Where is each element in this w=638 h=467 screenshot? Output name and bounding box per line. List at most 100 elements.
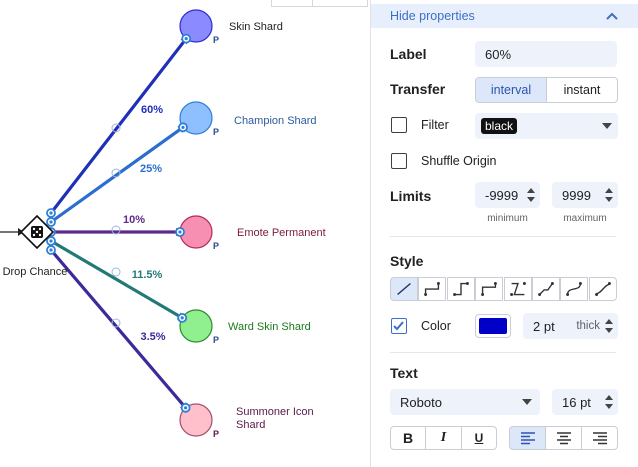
align-left-icon [520, 432, 535, 445]
transfer-heading: Transfer [390, 81, 446, 97]
width-select[interactable]: 2 pt thick [523, 313, 618, 339]
pool-badge: P [213, 35, 219, 45]
origin-node[interactable] [19, 214, 55, 250]
caret-down-icon [602, 123, 612, 129]
link-style-button[interactable] [475, 277, 504, 301]
limits-max-input[interactable]: 9999 [552, 182, 618, 208]
link-midpoint-handle[interactable] [111, 267, 121, 277]
canvas-top-tabs [271, 0, 368, 7]
caret-down-icon [522, 399, 532, 405]
stepper-icon[interactable] [604, 394, 614, 410]
transfer-toggle: interval instant [475, 77, 618, 103]
elbow-connector-icon [424, 282, 441, 296]
properties-panel: Hide properties Label 60% Transfer inter… [370, 0, 638, 467]
link-midpoint-handle[interactable] [111, 123, 121, 133]
thickness-value: thick [576, 320, 600, 332]
check-icon [393, 321, 404, 331]
link-midpoint-handle[interactable] [111, 168, 121, 178]
color-checkbox[interactable] [391, 318, 407, 334]
origin-label: Drop Chance [3, 266, 68, 278]
align-center-button[interactable] [545, 426, 582, 450]
section-divider [390, 352, 616, 353]
target-port-dot [178, 230, 182, 234]
limits-heading: Limits [390, 188, 432, 204]
step-connector-icon [452, 282, 469, 296]
bold-button[interactable]: B [390, 426, 426, 450]
underline-button[interactable]: U [461, 426, 497, 450]
italic-button[interactable]: I [425, 426, 462, 450]
color-swatch [479, 318, 507, 334]
target-port-dot [181, 125, 185, 129]
shuffle-origin-checkbox[interactable] [391, 153, 407, 169]
link-label[interactable]: 3.5% [139, 330, 167, 345]
link-style-button[interactable] [390, 277, 418, 301]
hide-properties-label: Hide properties [390, 9, 475, 23]
align-right-button[interactable] [581, 426, 618, 450]
target-node[interactable] [179, 101, 213, 135]
target-node[interactable] [179, 309, 213, 343]
flow-link[interactable] [50, 239, 185, 321]
align-left-button[interactable] [509, 426, 546, 450]
font-select[interactable]: Roboto [390, 389, 540, 415]
step-up-connector-icon [481, 282, 498, 296]
filter-checkbox[interactable] [391, 117, 407, 133]
align-right-icon [592, 432, 607, 445]
text-heading: Text [390, 365, 418, 381]
target-node[interactable] [179, 9, 213, 43]
link-label[interactable]: 11.5% [130, 268, 163, 283]
transfer-instant-option[interactable]: instant [546, 78, 617, 102]
limits-min-input[interactable]: -9999 [475, 182, 540, 208]
limits-min-value: -9999 [485, 187, 519, 203]
straight-line-icon [397, 282, 411, 296]
link-style-button[interactable] [560, 277, 589, 301]
target-port-dot [180, 316, 184, 320]
flow-link[interactable] [50, 124, 186, 224]
chevron-up-icon[interactable] [604, 8, 620, 24]
pool-badge: P [213, 429, 219, 439]
filter-label: Filter [421, 118, 449, 132]
label-heading: Label [390, 46, 427, 62]
link-midpoint-handle[interactable] [111, 318, 121, 328]
target-label: Ward Skin Shard [228, 321, 311, 333]
limits-min-caption: minimum [487, 213, 528, 224]
diagonal-step-icon [538, 282, 554, 296]
link-style-button[interactable] [418, 277, 447, 301]
stepper-icon[interactable] [526, 187, 536, 203]
filter-select[interactable]: black [475, 113, 618, 139]
smooth-curve-icon [594, 282, 611, 296]
link-label[interactable]: 10% [122, 213, 147, 228]
font-value: Roboto [400, 394, 442, 410]
link-style-button[interactable] [532, 277, 560, 301]
transfer-interval-option[interactable]: interval [476, 78, 546, 102]
link-label[interactable]: 60% [140, 103, 165, 118]
origin-port-dot [49, 220, 53, 224]
limits-max-caption: maximum [563, 213, 607, 224]
align-center-icon [556, 432, 571, 445]
link-style-button[interactable] [446, 277, 475, 301]
zigzag-connector-icon [509, 282, 526, 296]
stepper-icon[interactable] [604, 318, 614, 334]
flow-link[interactable] [49, 248, 189, 411]
filter-select-value: black [481, 118, 518, 134]
target-port-dot [184, 406, 188, 410]
font-size-input[interactable]: 16 pt [552, 389, 618, 415]
section-divider [390, 236, 616, 237]
link-style-button[interactable] [503, 277, 532, 301]
link-label[interactable]: 25% [139, 162, 164, 177]
label-input-value: 60% [485, 46, 512, 62]
link-style-button[interactable] [588, 277, 617, 301]
link-midpoint-handle[interactable] [111, 225, 121, 235]
origin-port-dot [49, 239, 53, 243]
hide-properties-button[interactable]: Hide properties [371, 4, 638, 28]
pool-badge: P [213, 241, 219, 251]
target-label: Champion Shard [234, 115, 317, 127]
color-label: Color [421, 319, 451, 333]
color-swatch-button[interactable] [475, 314, 511, 338]
limits-max-value: 9999 [562, 187, 591, 203]
font-size-value: 16 pt [562, 394, 591, 410]
stepper-icon[interactable] [604, 187, 614, 203]
label-input[interactable]: 60% [475, 41, 617, 67]
